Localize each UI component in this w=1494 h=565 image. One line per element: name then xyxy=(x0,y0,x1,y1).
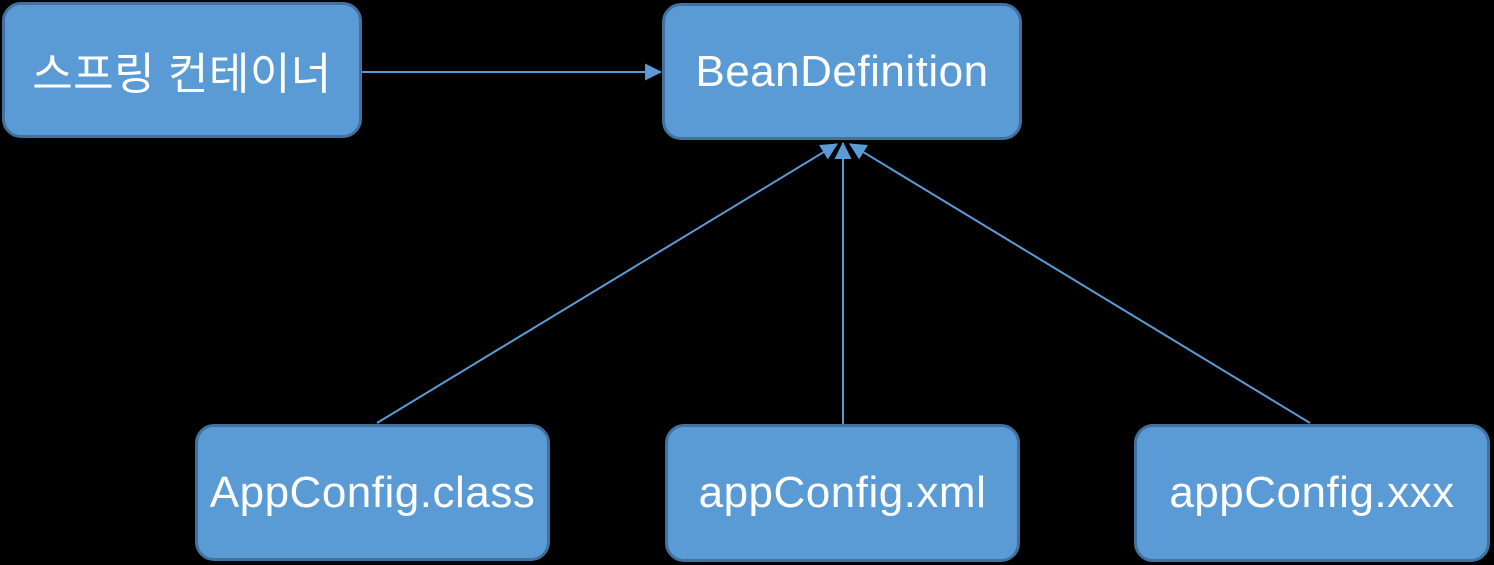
edge-appconfig-xxx-to-bean-definition xyxy=(849,143,1311,424)
node-bean-definition-label: BeanDefinition xyxy=(695,46,989,96)
node-appconfig-class: AppConfig.class xyxy=(195,424,550,561)
node-bean-definition: BeanDefinition xyxy=(662,3,1022,140)
node-appconfig-class-label: AppConfig.class xyxy=(209,467,536,517)
node-appconfig-xml-label: appConfig.xml xyxy=(698,468,987,517)
node-appconfig-xxx: appConfig.xxx xyxy=(1134,424,1490,562)
node-appconfig-xml: appConfig.xml xyxy=(665,424,1020,562)
node-appconfig-xxx-label: appConfig.xxx xyxy=(1169,468,1455,517)
node-spring-container: 스프링 컨테이너 xyxy=(2,2,362,138)
edge-appconfig-class-to-bean-definition xyxy=(376,143,838,424)
node-spring-container-label: 스프링 컨테이너 xyxy=(32,50,332,99)
